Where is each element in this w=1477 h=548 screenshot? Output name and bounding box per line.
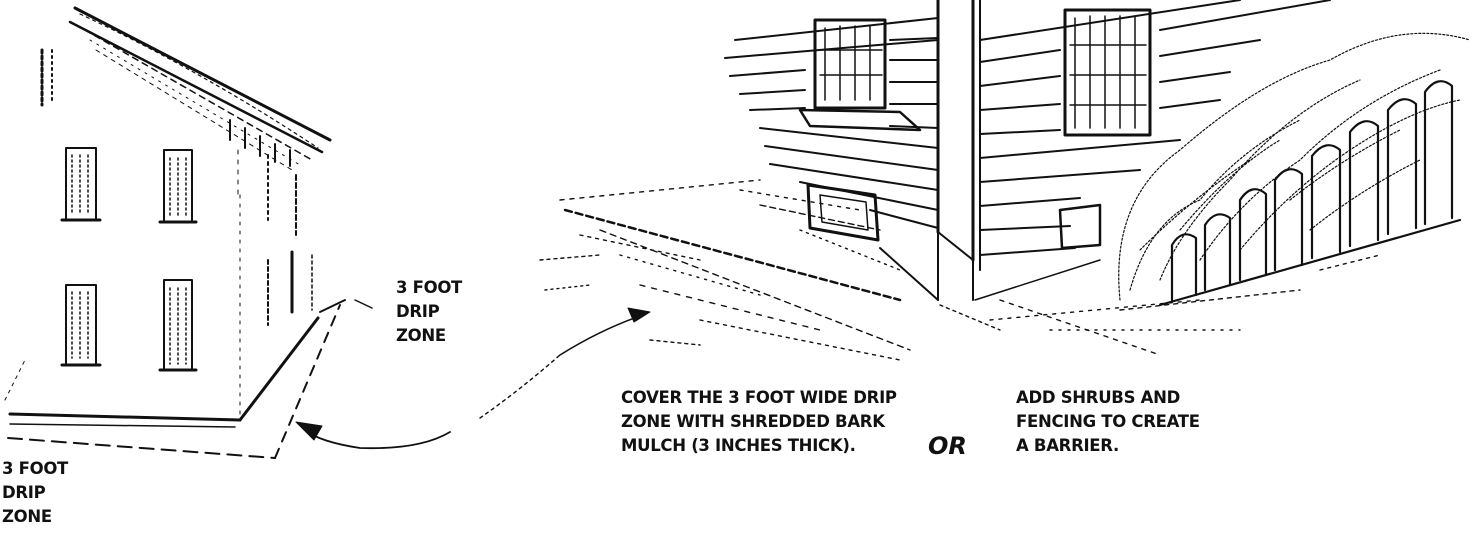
drip-zone-outline bbox=[7, 299, 373, 459]
or-word: OR bbox=[928, 432, 967, 460]
shrubs-caption-line1: ADD SHRUBS AND bbox=[1016, 388, 1180, 407]
curved-arrow bbox=[295, 307, 651, 450]
drip-zone-label-left: 3 FOOT DRIP ZONE bbox=[2, 457, 68, 529]
drip-zone-label-right-line2: DRIP bbox=[396, 302, 440, 321]
house-corner-illustration bbox=[724, 0, 1331, 301]
left-house-illustration bbox=[4, 6, 332, 421]
mulch-caption-line3: MULCH (3 INCHES THICK). bbox=[621, 436, 856, 455]
shrubs-caption-line3: A BARRIER. bbox=[1016, 436, 1119, 455]
shrubs-caption: ADD SHRUBS AND FENCING TO CREATE A BARRI… bbox=[1016, 386, 1200, 458]
drip-zone-label-left-line3: ZONE bbox=[2, 507, 52, 526]
drip-zone-label-right-line3: ZONE bbox=[396, 326, 446, 345]
drip-zone-label-left-line2: DRIP bbox=[2, 483, 46, 502]
mulch-caption: COVER THE 3 FOOT WIDE DRIP ZONE WITH SHR… bbox=[621, 386, 897, 458]
shrubs-and-fence bbox=[1118, 32, 1471, 307]
drip-zone-label-right-line1: 3 FOOT bbox=[396, 278, 463, 297]
mulch-caption-line1: COVER THE 3 FOOT WIDE DRIP bbox=[621, 388, 897, 407]
drip-zone-label-right: 3 FOOT DRIP ZONE bbox=[396, 276, 462, 348]
shrubs-caption-line2: FENCING TO CREATE bbox=[1016, 412, 1200, 431]
bark-mulch-bed bbox=[539, 179, 1381, 361]
mulch-caption-line2: ZONE WITH SHREDDED BARK bbox=[621, 412, 885, 431]
drip-zone-label-left-line1: 3 FOOT bbox=[2, 459, 69, 478]
